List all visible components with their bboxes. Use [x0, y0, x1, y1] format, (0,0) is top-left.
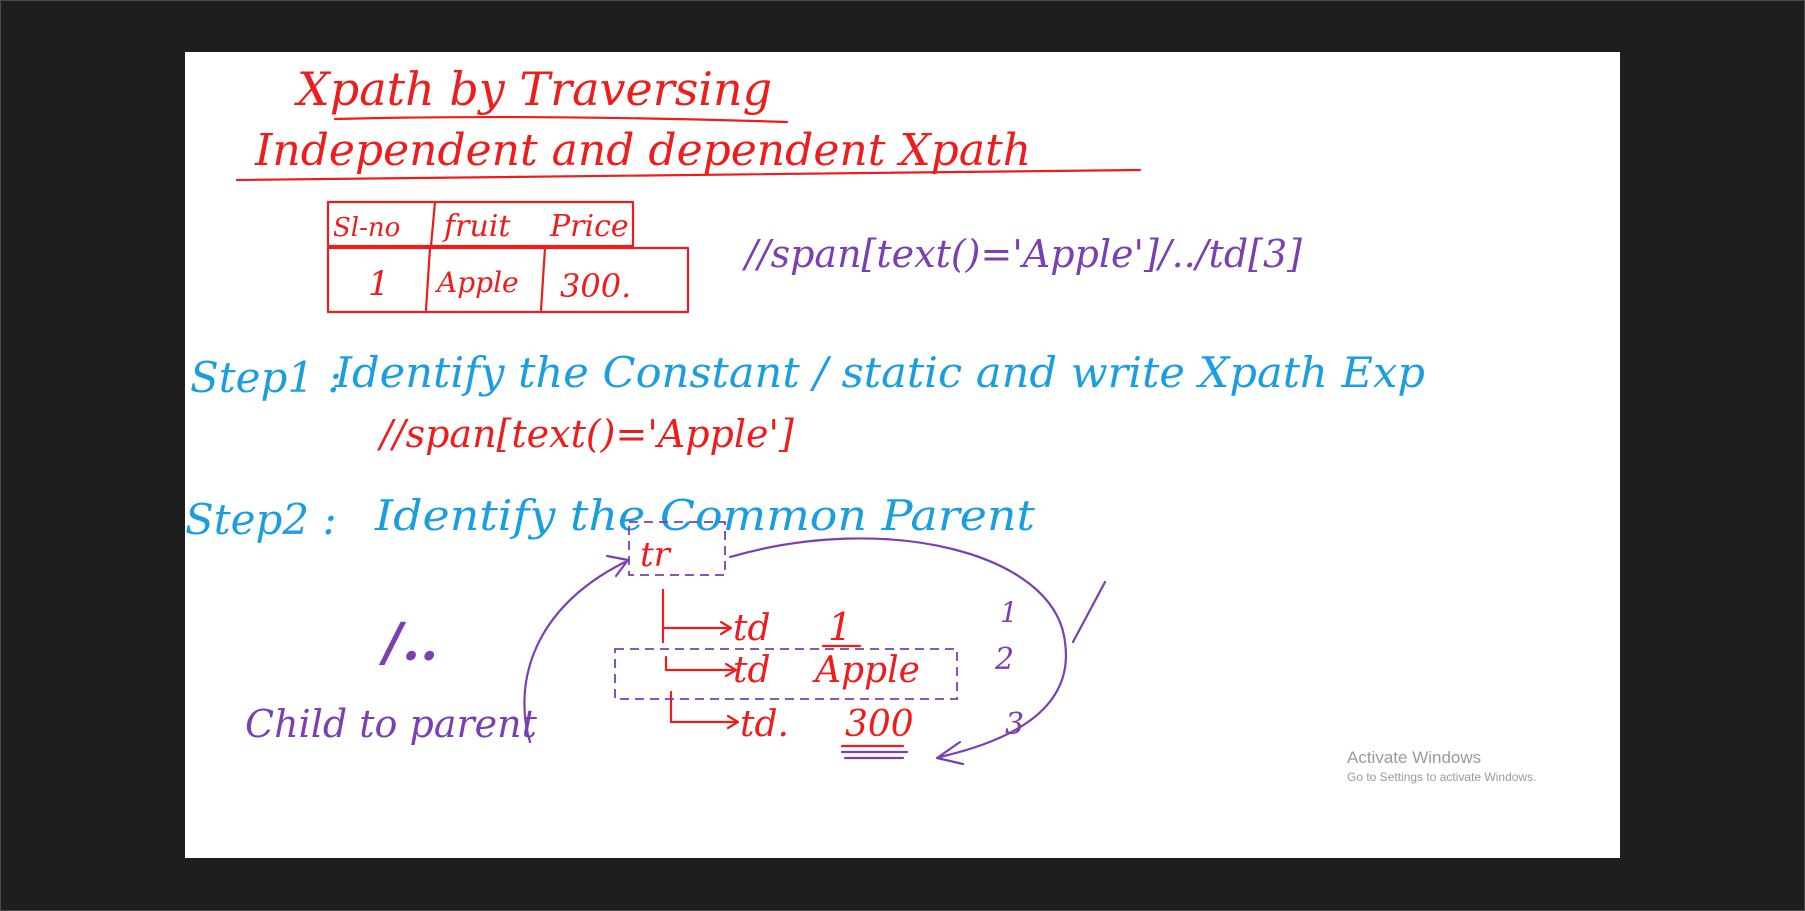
- child3-tag: td.: [740, 704, 789, 745]
- whiteboard-drawing: Xpath by Traversing Independent and depe…: [185, 62, 1425, 766]
- index-2: 2: [994, 642, 1014, 677]
- title-underline: [333, 115, 789, 124]
- branch-arrow-2: [664, 655, 738, 678]
- step1-text: Identify the Constant / static and write…: [334, 348, 1425, 397]
- step1-label: Step1 :: [190, 353, 342, 402]
- table-header-row: [326, 200, 635, 248]
- branch-arrow-1: [661, 620, 733, 636]
- child1-value: 1: [828, 605, 852, 649]
- table-cell-price: 300.: [560, 267, 631, 305]
- step1-xpath: //span[text()='Apple']: [376, 412, 794, 456]
- index-3: 3: [1005, 707, 1024, 742]
- table-cell-fruit: Apple: [434, 266, 519, 299]
- child3-value: 300: [845, 704, 914, 745]
- child1-tag: td: [733, 608, 771, 649]
- fruit-table: Sl-no fruit Price 1 Apple 300.: [326, 200, 690, 314]
- table-cell-slno: 1: [368, 264, 390, 304]
- watermark-title: Activate Windows: [1347, 748, 1482, 767]
- loop-arrow-to-td3: [728, 537, 1068, 759]
- full-xpath-expression: //span[text()='Apple']/../td[3]: [741, 232, 1302, 276]
- watermark-subtitle: Go to Settings to activate Windows.: [1347, 770, 1537, 784]
- subtitle-text: Independent and dependent Xpath: [254, 125, 1031, 176]
- child-to-parent-arrow: [523, 560, 627, 744]
- subtitle-underline: [235, 168, 1142, 182]
- dom-tree-diagram: tr td 1 td Apple td. 300 1 2 3: [523, 521, 1107, 766]
- index-1: 1: [1000, 596, 1018, 629]
- table-data-row: [326, 246, 690, 314]
- whiteboard: Xpath by Traversing Independent and depe…: [185, 52, 1620, 858]
- parent-symbol: /..: [378, 612, 438, 673]
- title-text: Xpath by Traversing: [294, 62, 772, 116]
- step2-text: Identify the Common Parent: [374, 491, 1035, 540]
- parent-node-tr: tr: [640, 535, 672, 575]
- purple-slash: [1071, 580, 1107, 644]
- table-header-slno: Sl-no: [333, 213, 400, 243]
- branch-arrow-3: [669, 690, 740, 730]
- table-header-price: Price: [549, 209, 629, 244]
- step2-label: Step2 :: [185, 495, 337, 544]
- table-header-fruit: fruit: [442, 209, 511, 244]
- child-to-parent-label: Child to parent: [245, 702, 538, 746]
- activate-windows-watermark: Activate Windows Go to Settings to activ…: [1347, 747, 1536, 785]
- td-apple-dashed-box: [614, 648, 958, 700]
- tr-dashed-box: [628, 521, 726, 576]
- child2-tag: td: [733, 650, 771, 691]
- child2-value: Apple: [812, 650, 920, 691]
